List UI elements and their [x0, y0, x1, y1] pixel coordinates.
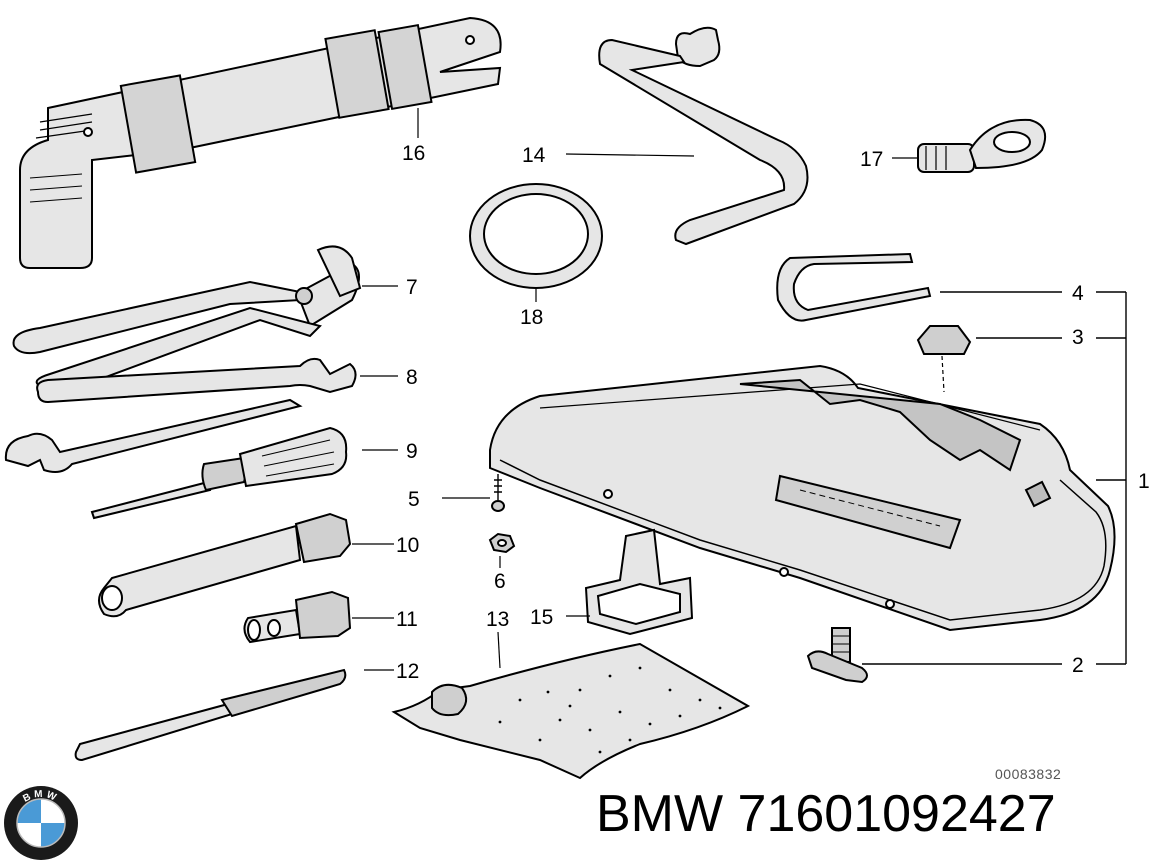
callout-13: 13 — [486, 608, 509, 631]
callout-2: 2 — [1072, 654, 1084, 677]
callout-1: 1 — [1138, 470, 1150, 493]
callout-18: 18 — [520, 306, 543, 329]
callout-3: 3 — [1072, 326, 1084, 349]
bmw-logo-icon: BMW — [4, 786, 78, 860]
diagram-reference-number: 00083832 — [995, 766, 1062, 782]
part-7-pliers — [12, 245, 398, 396]
callout-12: 12 — [396, 660, 419, 683]
callout-labels: 1 2 3 4 5 6 7 8 9 10 11 12 13 14 15 16 1… — [396, 142, 1150, 683]
callout-11: 11 — [396, 608, 418, 631]
part-13-tool-bag — [391, 631, 751, 780]
callout-7: 7 — [406, 276, 418, 299]
part-17-towing-eye — [892, 118, 1046, 173]
callout-4: 4 — [1072, 282, 1084, 305]
part-number-title: BMW 71601092427 — [596, 785, 1056, 843]
callout-10: 10 — [396, 534, 419, 557]
part-18-sealing-ring — [469, 183, 603, 302]
callout-16: 16 — [402, 142, 425, 165]
part-2-wing-bolt — [806, 627, 868, 684]
part-14-wheel-brace — [565, 26, 809, 246]
part-5-screw — [442, 474, 505, 512]
part-10-box-spanner — [98, 512, 394, 618]
part-1-tool-tray — [489, 364, 1116, 632]
part-9-screwdriver — [90, 426, 398, 520]
logo-letters: BMW — [21, 789, 60, 805]
callout-15: 15 — [530, 606, 553, 629]
callout-bracket — [862, 291, 1127, 665]
part-16-warning-triangle-case — [19, 16, 502, 269]
part-11-socket — [243, 590, 394, 644]
part-4-strap — [776, 252, 932, 322]
part-8-spanner — [4, 357, 398, 473]
part-12-tommy-bar — [74, 668, 394, 762]
part-3-nut — [916, 325, 972, 393]
callout-6: 6 — [494, 570, 506, 593]
callout-5: 5 — [408, 488, 420, 511]
callout-14: 14 — [522, 144, 546, 167]
callout-17: 17 — [860, 148, 883, 171]
part-15-clip — [566, 528, 694, 636]
part-6-nut — [488, 532, 516, 568]
callout-9: 9 — [406, 440, 418, 463]
callout-8: 8 — [406, 366, 418, 389]
